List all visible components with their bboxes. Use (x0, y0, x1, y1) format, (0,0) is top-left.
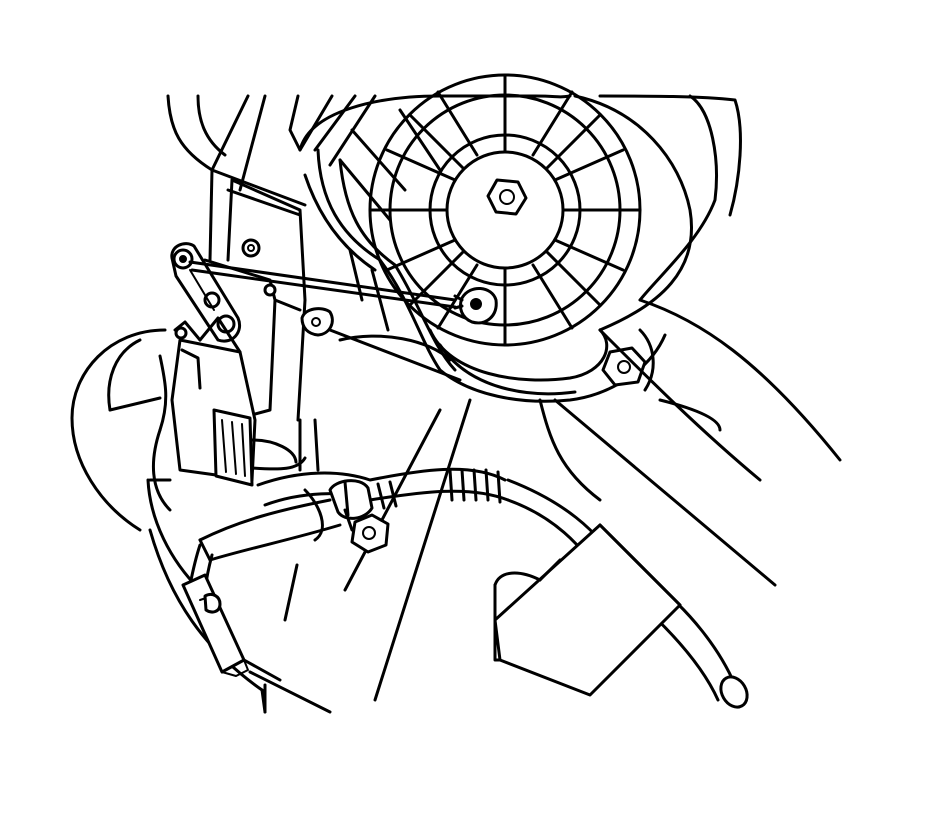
harness-clip-screw (343, 508, 390, 554)
actuator-module (148, 316, 307, 512)
actuator-arm (170, 242, 241, 343)
rod-end-fastener (453, 287, 498, 325)
electrical-connector (181, 573, 332, 714)
upper-housing (166, 94, 377, 422)
support-lines (283, 418, 324, 622)
actuator-drive-housing (298, 73, 742, 403)
mounting-bracket (203, 238, 334, 420)
mounting-screw (601, 328, 655, 392)
frame-lines (328, 248, 842, 702)
center-bolt (486, 178, 528, 216)
control-rod (188, 260, 457, 309)
hvac-duct (493, 523, 682, 697)
blower-housing (70, 328, 267, 714)
